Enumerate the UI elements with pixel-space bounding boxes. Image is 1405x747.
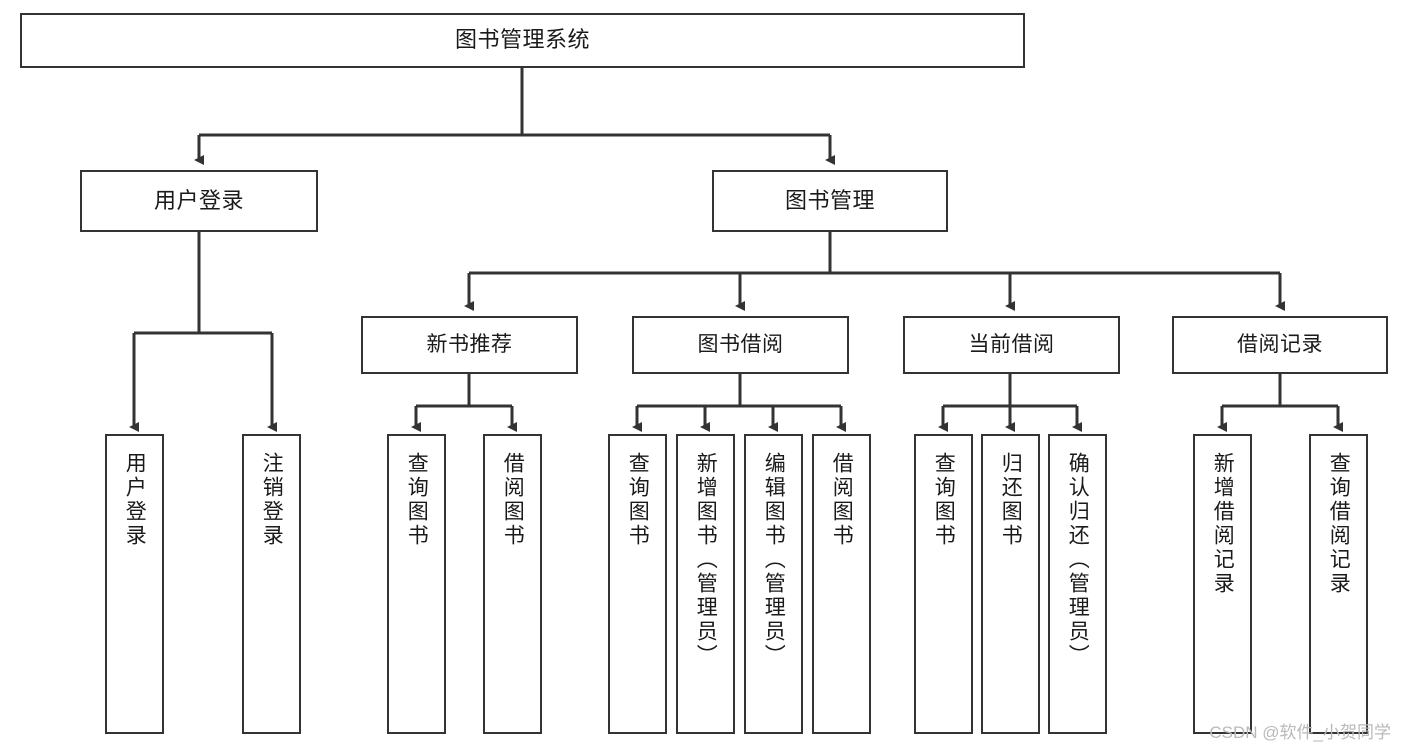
node-new-book-recommend[interactable]: 新书推荐 [361,316,578,374]
node-current-borrow[interactable]: 当前借阅 [903,316,1120,374]
node-book-borrow[interactable]: 图书借阅 [632,316,849,374]
leaf-book-borrow-3[interactable]: 编辑图书（管理员） [744,434,803,734]
leaf-label: 编辑图书（管理员） [762,452,786,668]
node-user-login[interactable]: 用户登录 [80,170,318,232]
watermark: CSDN @软件_小贺同学 [1209,723,1391,742]
leaf-user-login-2[interactable]: 注销登录 [242,434,301,734]
leaf-label: 查询图书 [932,452,956,548]
leaf-book-borrow-2[interactable]: 新增图书（管理员） [676,434,735,734]
leaf-label: 新增借阅记录 [1211,452,1235,596]
leaf-label: 注销登录 [260,452,284,548]
node-current-borrow-label: 当前借阅 [968,333,1055,357]
node-borrow-record-label: 借阅记录 [1237,333,1323,357]
node-book-borrow-label: 图书借阅 [697,333,784,357]
leaf-user-login-1[interactable]: 用户登录 [105,434,164,734]
leaf-label: 新增图书（管理员） [694,452,718,668]
leaf-current-borrow-3[interactable]: 确认归还（管理员） [1048,434,1107,734]
leaf-borrow-record-2[interactable]: 查询借阅记录 [1309,434,1368,734]
leaf-new-book-2[interactable]: 借阅图书 [483,434,542,734]
node-user-login-label: 用户登录 [153,187,244,213]
leaf-label: 查询图书 [405,452,429,548]
leaf-label: 确认归还（管理员） [1066,452,1090,668]
leaf-borrow-record-1[interactable]: 新增借阅记录 [1193,434,1252,734]
leaf-label: 查询借阅记录 [1327,452,1351,596]
node-new-book-recommend-label: 新书推荐 [426,333,513,357]
node-book-management-label: 图书管理 [784,187,875,213]
leaf-label: 借阅图书 [830,452,854,548]
leaf-current-borrow-2[interactable]: 归还图书 [981,434,1040,734]
node-root[interactable]: 图书管理系统 [20,13,1025,68]
leaf-label: 查询图书 [626,452,650,548]
node-borrow-record[interactable]: 借阅记录 [1172,316,1388,374]
leaf-label: 归还图书 [999,452,1023,548]
leaf-new-book-1[interactable]: 查询图书 [387,434,446,734]
leaf-book-borrow-4[interactable]: 借阅图书 [812,434,871,734]
leaf-label: 用户登录 [123,452,147,548]
leaf-book-borrow-1[interactable]: 查询图书 [608,434,667,734]
leaf-current-borrow-1[interactable]: 查询图书 [914,434,973,734]
node-book-management[interactable]: 图书管理 [712,170,948,232]
node-root-label: 图书管理系统 [454,27,590,53]
leaf-label: 借阅图书 [501,452,525,548]
